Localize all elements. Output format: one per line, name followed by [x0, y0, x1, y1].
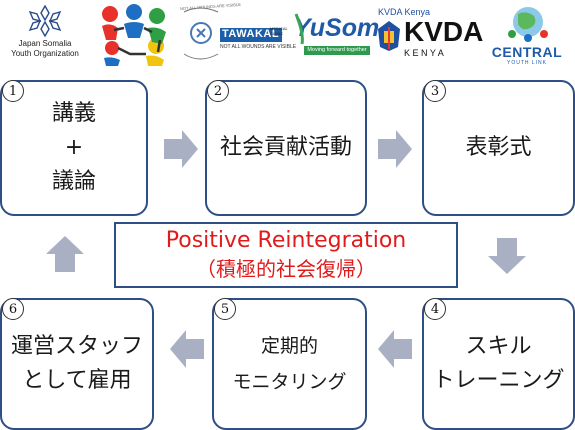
kvda-logo: KVDA Kenya KVDA K E N Y A [374, 4, 483, 64]
arrow-left-icon [378, 330, 412, 368]
center-subtitle: （積極的社会復帰） [196, 257, 376, 281]
step-4-line-2: トレーニング [432, 368, 565, 393]
yusom-tag: Moving forward together [304, 46, 370, 55]
step-6-number: 6 [2, 298, 24, 320]
arrow-left-icon [170, 330, 204, 368]
central-sub: YOUTH LINK [506, 60, 547, 66]
jsyo-logo: Japan Somalia Youth Organization [2, 4, 88, 64]
tawakal-name: TAWAKAL [222, 28, 280, 40]
yusom-logo: YuSom Moving forward together [292, 4, 379, 64]
jsyo-line1: Japan Somalia [18, 39, 72, 48]
central-logo: CENTRAL YOUTH LINK [482, 4, 572, 66]
step-6-box: 運営スタッフ として雇用 [0, 298, 154, 430]
step-4-line-1: スキル [465, 334, 532, 359]
step-3-text: 表彰式 [465, 131, 531, 165]
tawakal-sub: MEDICAL CLINIC [270, 26, 288, 36]
step-4-box: スキル トレーニング [422, 298, 575, 430]
tawakal-logo: TAWAKAL MEDICAL CLINIC NOT ALL WOUNDS AR… [178, 2, 296, 64]
kvda-small: KVDA Kenya [378, 7, 431, 17]
tawakal-seal-icon [183, 7, 282, 60]
step-4-text: スキル トレーニング [432, 330, 564, 398]
kvda-emblem-icon [378, 21, 400, 51]
step-1-text: 講義 + 議論 [52, 97, 96, 199]
step-6-line-2: として雇用 [22, 368, 132, 393]
arrow-down-icon [488, 238, 526, 274]
step-6-text: 運営スタッフ として雇用 [11, 330, 143, 398]
step-2-line-1: 社会貢献活動 [219, 135, 352, 160]
yusom-name: YuSom [294, 14, 380, 42]
step-1-line-2: + [64, 135, 84, 160]
kvda-name: KVDA [404, 16, 484, 47]
step-3-line-1: 表彰式 [465, 135, 532, 160]
jsyo-line2: Youth Organization [11, 49, 79, 58]
step-2-number: 2 [207, 80, 229, 102]
step-6-line-1: 運営スタッフ [10, 334, 143, 359]
people-circle-icon [102, 4, 166, 66]
central-name: CENTRAL [491, 44, 563, 60]
step-1-number: 1 [2, 80, 24, 102]
snowflake-icon [28, 4, 62, 38]
center-title: Positive Reintegration [165, 228, 407, 253]
arrow-right-icon [378, 130, 412, 168]
step-4-number: 4 [424, 298, 446, 320]
step-5-text: 定期的 モニタリング [232, 328, 346, 400]
step-5-line-2: モニタリング [232, 371, 347, 393]
step-5-line-1: 定期的 [260, 335, 318, 357]
step-1-line-1: 講義 [51, 101, 96, 126]
yusom-swoosh-icon [294, 13, 304, 45]
step-1-line-3: 議論 [51, 169, 96, 194]
globe-people-icon [508, 7, 548, 42]
arrow-up-icon [46, 236, 84, 272]
step-1-box: 講義 + 議論 [0, 80, 148, 216]
arrow-right-icon [164, 130, 198, 168]
step-2-box: 社会貢献活動 [205, 80, 367, 216]
people-circle-logo [94, 4, 174, 66]
kvda-sub: K E N Y A [404, 48, 444, 58]
step-3-number: 3 [424, 80, 446, 102]
step-3-box: 表彰式 [422, 80, 575, 216]
positive-reintegration-box: Positive Reintegration （積極的社会復帰） [114, 222, 458, 288]
tawakal-tag: NOT ALL WOUNDS ARE VISIBLE [220, 44, 297, 50]
step-5-number: 5 [214, 298, 236, 320]
step-2-text: 社会貢献活動 [220, 131, 352, 165]
step-5-box: 定期的 モニタリング [212, 298, 367, 430]
